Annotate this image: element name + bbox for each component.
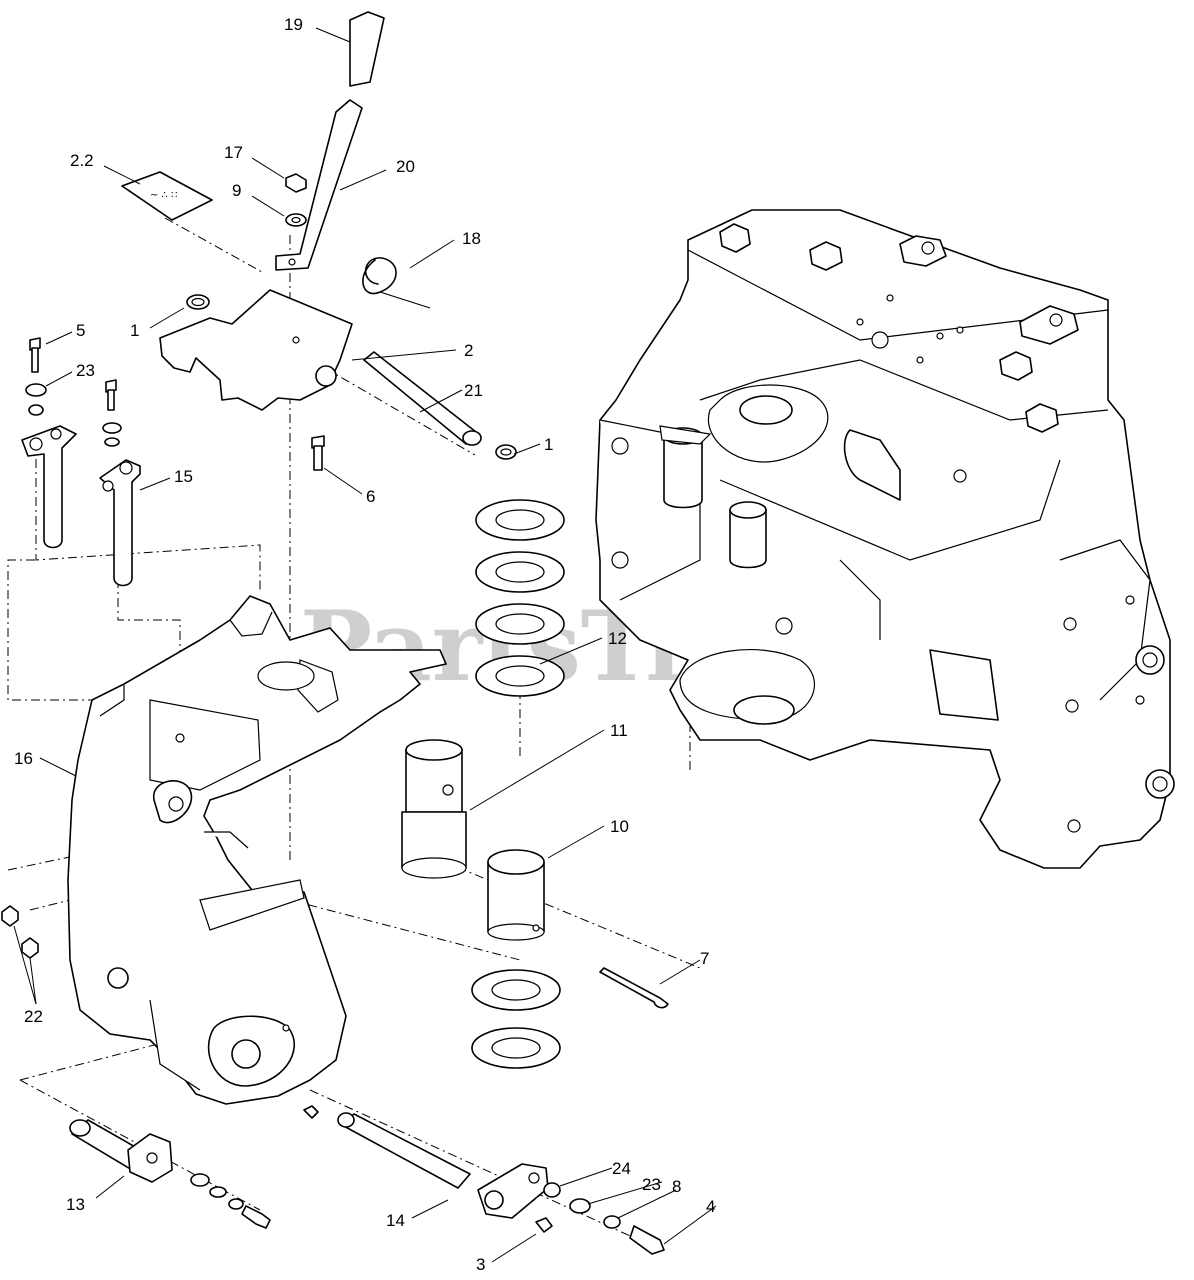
bolt-6 <box>311 435 325 471</box>
callout-16: 16 <box>14 749 33 768</box>
callout-7: 7 <box>700 949 709 968</box>
cotter-pin-7 <box>599 967 669 1009</box>
lever-bracket-2 <box>159 289 353 411</box>
callout-10: 10 <box>610 817 629 836</box>
callout-1-lower: 1 <box>544 435 553 454</box>
washers-lower <box>471 969 561 1069</box>
pin-14 <box>303 1105 553 1233</box>
washer-9 <box>285 213 307 227</box>
callout-18: 18 <box>462 229 481 248</box>
callout-24: 24 <box>612 1159 631 1178</box>
decal-2-2: ~ ∴ ∷ <box>121 171 213 221</box>
callout-3: 3 <box>476 1255 485 1274</box>
main-frame-assembly <box>595 209 1175 869</box>
washer-23a <box>25 383 47 416</box>
pivot-sleeve-11 <box>401 739 467 879</box>
nuts-22 <box>1 905 39 959</box>
callout-13: 13 <box>66 1195 85 1214</box>
callout-20: 20 <box>396 157 415 176</box>
svg-text:~ ∴ ∷: ~ ∴ ∷ <box>150 190 177 201</box>
callout-labels: 19 17 20 2.2 9 18 5 1 2 23 21 1 15 6 12 … <box>14 15 715 1274</box>
callout-19: 19 <box>284 15 303 34</box>
callout-17: 17 <box>224 143 243 162</box>
callout-21: 21 <box>464 381 483 400</box>
hardware-24-23-8-4 <box>543 1182 665 1255</box>
pivot-pin-21 <box>363 351 482 446</box>
callout-2: 2 <box>464 341 473 360</box>
callout-11: 11 <box>610 721 628 740</box>
spring-18 <box>362 257 431 309</box>
pin-13 <box>69 1119 271 1229</box>
bolt-pair-upper <box>102 379 122 447</box>
callout-2-2: 2.2 <box>70 151 94 170</box>
washer-stack-12 <box>475 499 565 697</box>
callout-1-upper: 1 <box>130 321 139 340</box>
bolt-5 <box>29 337 41 373</box>
callout-6: 6 <box>366 487 375 506</box>
callout-14: 14 <box>386 1211 405 1230</box>
handle-grip-19 <box>349 11 385 87</box>
pin-15 <box>99 459 141 587</box>
callout-23-lower: 23 <box>642 1175 661 1194</box>
pin-10 <box>487 849 545 941</box>
callout-5: 5 <box>76 321 85 340</box>
leader-lines <box>13 27 717 1263</box>
callout-9: 9 <box>232 181 241 200</box>
callout-23-upper: 23 <box>76 361 95 380</box>
lever-arm-20 <box>275 99 363 271</box>
callout-15: 15 <box>174 467 193 486</box>
callout-22: 22 <box>24 1007 43 1026</box>
retaining-ring-1a <box>186 294 210 310</box>
callout-4: 4 <box>706 1197 715 1216</box>
retaining-ring-1b <box>495 444 517 460</box>
yoke-body-16 <box>67 595 447 1105</box>
pin-with-tab-left <box>21 425 77 549</box>
callout-12: 12 <box>608 629 627 648</box>
callout-8: 8 <box>672 1177 681 1196</box>
nut-17 <box>285 173 307 193</box>
